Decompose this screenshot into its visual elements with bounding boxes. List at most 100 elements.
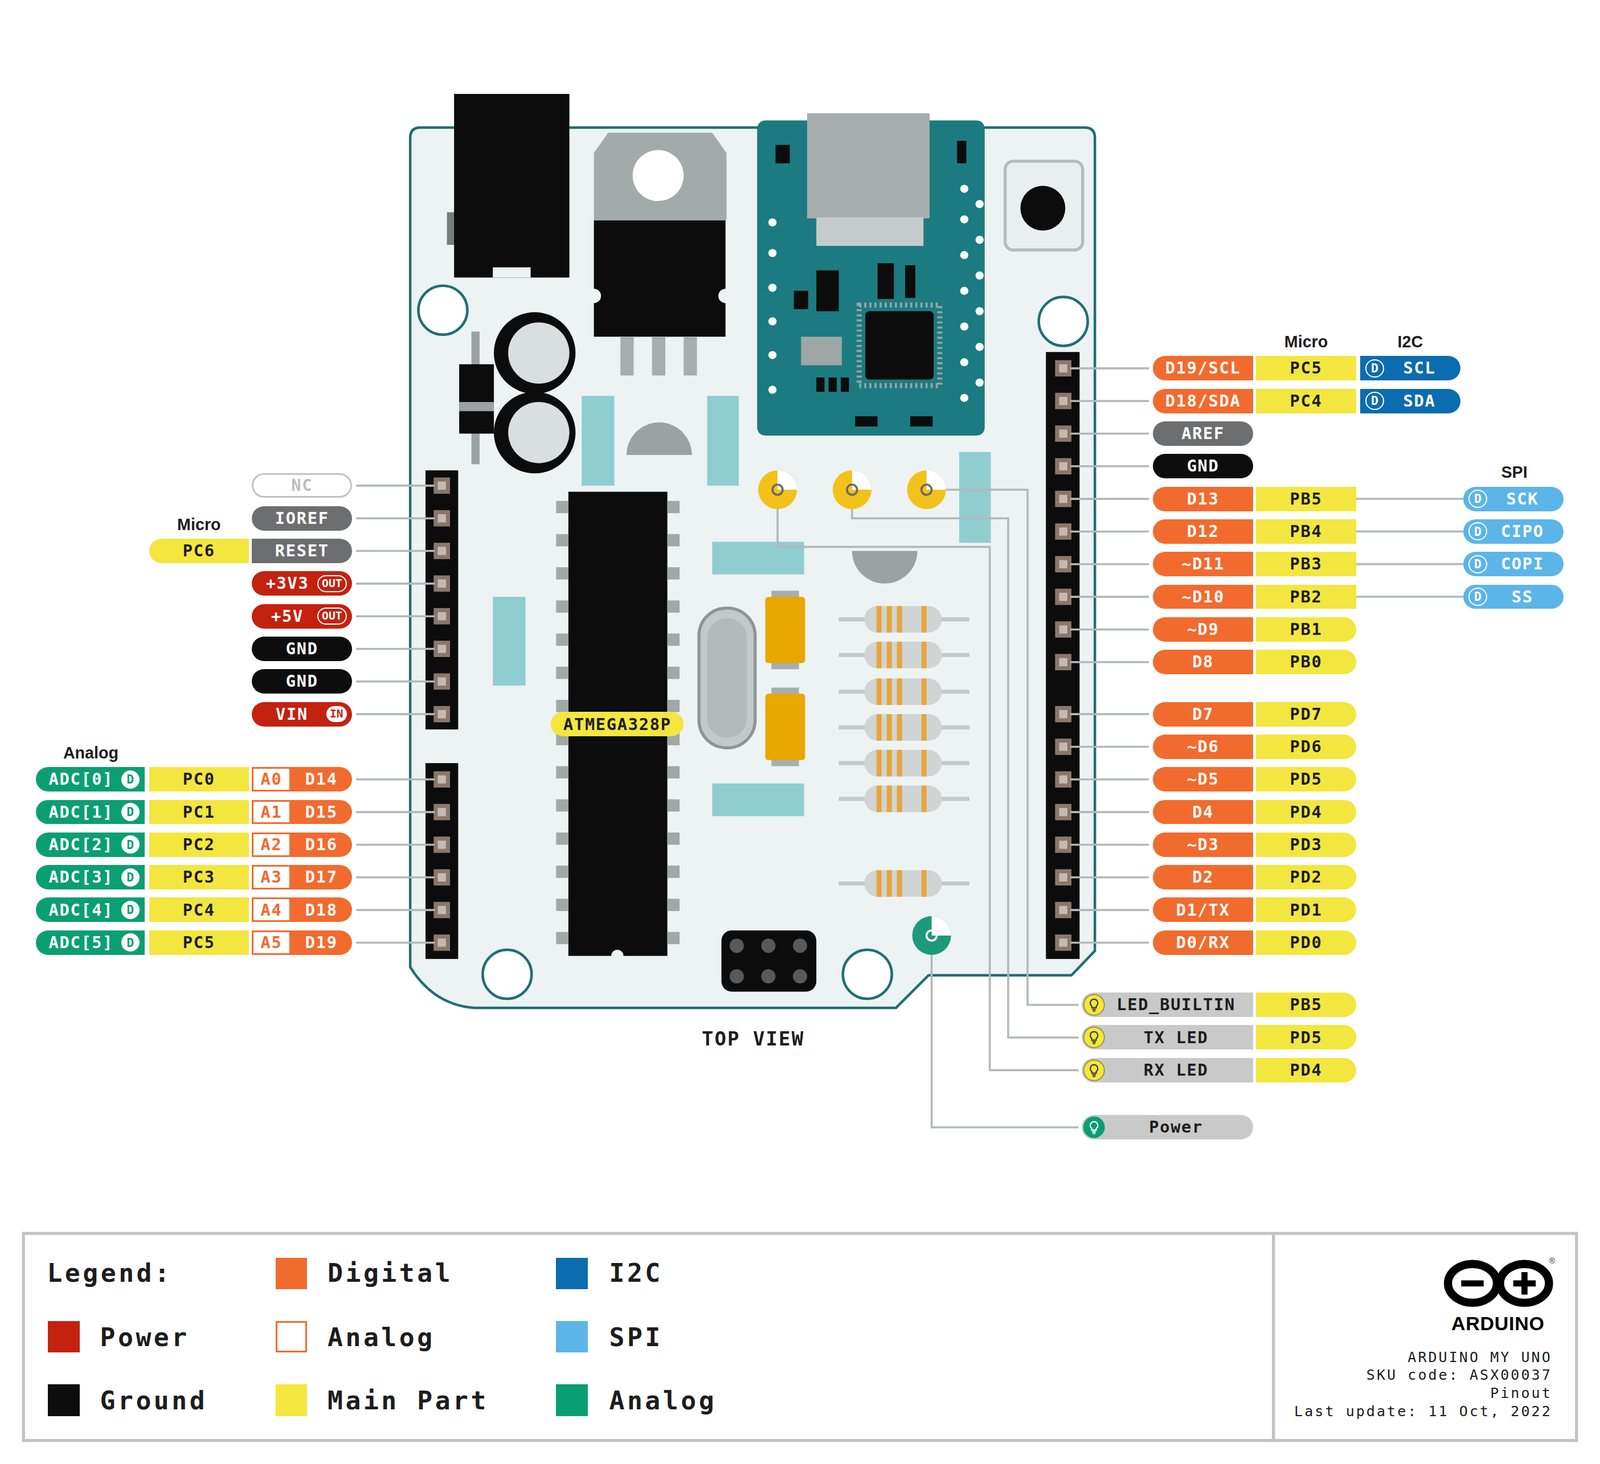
pin-name: PC3	[182, 869, 216, 886]
pin-header	[1054, 621, 1072, 638]
usb-module	[910, 416, 933, 427]
atmega-chip	[667, 534, 680, 547]
pin-name: LED_BUILTIN	[1116, 996, 1236, 1014]
smd-pad	[706, 395, 739, 486]
port-pin-label: PD5	[1255, 767, 1357, 792]
legend-text: SPI	[608, 1324, 663, 1351]
legend-text: Analog	[608, 1388, 717, 1414]
voltage-regulator	[683, 336, 697, 376]
pin-name: ATMEGA328P	[563, 716, 672, 734]
pin-name: ADC[4]	[48, 902, 114, 919]
pin-name: GND	[1187, 457, 1220, 475]
atmega-chip	[667, 865, 680, 878]
pin-header	[433, 575, 450, 593]
pin-name: D16	[305, 836, 338, 854]
pin-name: ~D3	[1187, 836, 1220, 854]
function-label: RESET	[251, 538, 353, 564]
usb-module	[768, 248, 777, 257]
pin-name: ADC[5]	[48, 934, 114, 952]
pin-name: ~D6	[1187, 738, 1220, 756]
smd-pad	[492, 596, 526, 686]
led-symbol	[907, 470, 947, 510]
atmega-chip	[555, 898, 568, 911]
spi-label: DSS	[1463, 584, 1564, 610]
port-pin-label: PC4	[149, 897, 250, 923]
port-pin-label: PC4	[1255, 389, 1357, 414]
icsp-header	[792, 969, 808, 984]
view-caption: TOP VIEW	[701, 1029, 805, 1049]
pin-name: PD1	[1290, 902, 1323, 919]
resistor-row	[839, 641, 970, 669]
resistor-row	[839, 870, 970, 898]
digital-badge: D	[121, 933, 140, 952]
capacitor	[493, 391, 576, 474]
voltage-regulator	[632, 149, 685, 202]
port-pin-label: PD2	[1255, 865, 1357, 890]
port-pin-label: PB3	[1255, 551, 1357, 577]
signal-connector	[1356, 530, 1464, 534]
icon-disc	[1083, 1116, 1104, 1138]
digital-pin-label: ~D6	[1152, 734, 1254, 760]
icon-disc	[1083, 1060, 1104, 1081]
port-pin-label: PB5	[1255, 487, 1357, 512]
capacitor	[508, 402, 570, 464]
pin-name: PC1	[182, 804, 216, 821]
pin-name: RESET	[275, 542, 330, 560]
pin-header	[425, 470, 458, 730]
digital-pin-label: ~D10	[1152, 584, 1254, 610]
digital-pin-label: D17	[291, 865, 353, 890]
crystal	[698, 608, 756, 748]
column-header: SPI	[1500, 464, 1528, 481]
spi-label: DCIPO	[1463, 519, 1564, 544]
title-block-text: Last update: 11 Oct, 2022	[1294, 1405, 1553, 1420]
icon-disc	[1083, 1027, 1104, 1049]
analog-pin-label: A4	[251, 897, 291, 923]
icsp-header	[760, 969, 776, 984]
pin-name: PD3	[1290, 836, 1323, 854]
atmega-chip	[667, 766, 680, 779]
digital-pin-label: D12	[1152, 519, 1254, 544]
title-block-text: SKU code: ASX00037	[1366, 1368, 1553, 1383]
usb-module	[858, 305, 940, 387]
analog-pin-label: A0	[251, 767, 291, 792]
smd-pad	[492, 395, 991, 817]
atmega-chip	[667, 567, 680, 580]
digital-badge: D	[121, 803, 140, 822]
digital-pin-label: D4	[1152, 800, 1254, 825]
port-pin-label: PC1	[149, 800, 250, 825]
port-pin-label: PD4	[1255, 800, 1357, 825]
pin-header	[433, 640, 450, 658]
digital-pin-label: ~D3	[1152, 832, 1254, 858]
direction-badge: OUT	[317, 607, 347, 625]
digital-pin-label: D7	[1152, 702, 1254, 727]
pin-header	[1054, 869, 1072, 886]
diode	[459, 364, 494, 435]
pin-header	[1045, 352, 1080, 960]
legend-swatch	[275, 1384, 308, 1417]
pin-name: D12	[1187, 523, 1220, 540]
usb-module	[975, 235, 984, 244]
legend-swatch	[555, 1384, 588, 1417]
pin-name: SCL	[1402, 359, 1436, 377]
pin-header	[1054, 490, 1072, 508]
bulb-glyph	[1090, 1064, 1098, 1077]
pin-name: D19	[305, 934, 338, 952]
diode	[459, 331, 494, 465]
led-symbol	[832, 470, 872, 510]
power-icon	[1082, 1116, 1106, 1139]
usb-module	[768, 350, 777, 359]
led-icon	[1082, 993, 1106, 1017]
i2c-label: DSCL	[1360, 355, 1461, 381]
pin-name: PB1	[1290, 621, 1323, 638]
pin-name: ~D9	[1187, 621, 1220, 638]
column-header: I2C	[1397, 333, 1423, 351]
analog-pin-label: A2	[251, 832, 291, 858]
pin-header	[1054, 555, 1072, 573]
usb-module	[960, 215, 969, 224]
smd-pad	[959, 452, 992, 543]
digital-pin-label: D15	[291, 800, 353, 825]
usb-module	[975, 307, 984, 315]
port-pin-label: PC5	[149, 930, 250, 956]
